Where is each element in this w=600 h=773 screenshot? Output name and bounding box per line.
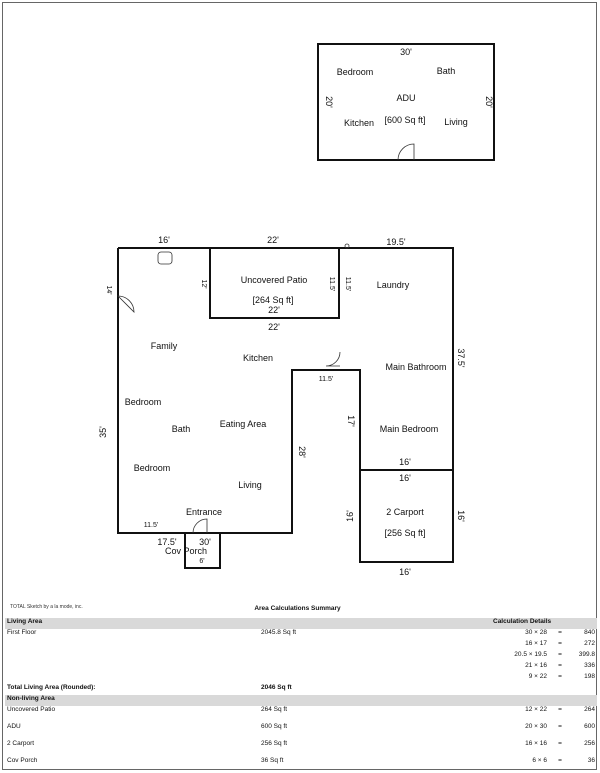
dim-bottom-inner: 11.5'	[144, 522, 158, 529]
dim-laundry-side: 11.5'	[344, 277, 351, 291]
adu-dim-top: 30'	[400, 47, 412, 57]
total-label: Total Living Area (Rounded):	[7, 684, 96, 691]
dim-carport-top2: 16'	[399, 473, 411, 483]
table-row: ADU 600 Sq ft 20 × 30 = 600	[7, 723, 595, 730]
room-carport: 2 Carport	[386, 507, 424, 517]
calc-value: 336	[584, 662, 595, 669]
dim-carport-bottom: 16'	[399, 567, 411, 577]
dim-patio-inner-bottom: 22'	[268, 305, 280, 315]
dim-bottom-left: 17.5'	[157, 537, 177, 547]
calc-expr: 9 × 22	[528, 673, 547, 680]
dim-porch-top: 30'	[199, 537, 211, 547]
dim-notch-top: 11.5'	[319, 376, 333, 383]
adu-title: ADU	[396, 93, 415, 103]
total-row: Total Living Area (Rounded): 2046 Sq ft	[5, 684, 597, 695]
room-main-bedroom: Main Bedroom	[380, 424, 439, 434]
room-eating-area: Eating Area	[220, 419, 267, 429]
calc-expr: 20.5 × 19.5	[514, 651, 547, 658]
adu-room-bedroom: Bedroom	[337, 67, 374, 77]
room-family: Family	[151, 341, 178, 351]
room-bedroom-2: Bedroom	[134, 463, 171, 473]
first-floor-area: 2045.8 Sq ft	[261, 629, 297, 636]
dim-patio-left: 12'	[200, 279, 207, 288]
first-floor-label: First Floor	[7, 629, 37, 636]
fixture-icon	[344, 243, 350, 249]
calc-value: 840	[584, 629, 595, 636]
adu-dim-right: 20'	[484, 96, 494, 108]
adu-room-living: Living	[444, 117, 468, 127]
main-house-plan: 16' 22' 19.5' 12' 11.5' 11.5' 22' 22' 14…	[98, 235, 466, 577]
calc-value: 272	[584, 640, 595, 647]
room-main-bathroom: Main Bathroom	[385, 362, 446, 372]
room-carport-area: [256 Sq ft]	[384, 528, 425, 538]
door-swing-icon	[117, 295, 135, 313]
room-entrance: Entrance	[186, 507, 222, 517]
table-row: 20.5 × 19.5 = 399.8	[5, 651, 597, 662]
door-swing-icon	[192, 518, 208, 534]
calc-value: 198	[584, 673, 595, 680]
living-area-header-row: Living Area Calculation Details	[5, 618, 597, 629]
dim-carport-top1: 16'	[399, 457, 411, 467]
table-row: 2 Carport 256 Sq ft 16 × 16 = 256	[7, 740, 595, 747]
dim-porch-bottom: 6'	[199, 558, 204, 565]
dim-carport-left: 16'	[345, 510, 355, 522]
floor-plan: 30' 20' 20' Bedroom Bath ADU Kitchen [60…	[98, 43, 495, 577]
room-laundry: Laundry	[377, 280, 410, 290]
table-row: 21 × 16 = 336	[5, 662, 597, 673]
calc-value: 399.8	[578, 651, 595, 658]
summary-title: Area Calculations Summary	[254, 605, 341, 612]
table-row: Uncovered Patio 264 Sq ft 12 × 22 = 264	[7, 706, 595, 713]
carport	[359, 469, 454, 563]
room-bath: Bath	[172, 424, 191, 434]
dim-patio-bottom: 22'	[268, 322, 280, 332]
table-row: Cov Porch 36 Sq ft 6 × 6 = 36	[7, 757, 595, 764]
non-living-header-row: Non-living Area	[5, 695, 597, 706]
dim-bath-side: 17'	[346, 415, 356, 427]
room-bedroom-1: Bedroom	[125, 397, 162, 407]
calc-expr: 30 × 28	[525, 629, 547, 636]
dim-top-left: 16'	[158, 235, 170, 245]
dim-carport-right: 16'	[456, 510, 466, 522]
cov-porch	[184, 532, 221, 569]
software-credit: TOTAL Sketch by a la mode, inc.	[10, 604, 83, 610]
living-area-header: Living Area	[5, 618, 383, 629]
calculation-details-header: Calculation Details	[383, 618, 597, 629]
dim-patio-right: 11.5'	[328, 277, 335, 291]
adu-room-bath: Bath	[437, 66, 456, 76]
adu-room-kitchen: Kitchen	[344, 118, 374, 128]
dim-left-lower: 35'	[98, 426, 108, 438]
toilet-icon	[157, 251, 173, 265]
total-area: 2046 Sq ft	[261, 684, 292, 691]
calc-expr: 16 × 17	[525, 640, 547, 647]
adu-area: [600 Sq ft]	[384, 115, 425, 125]
room-cov-porch: Cov Porch	[165, 546, 207, 556]
uncovered-patio	[209, 247, 340, 319]
dim-patio-top: 22'	[267, 235, 279, 245]
calc-expr: 21 × 16	[525, 662, 547, 669]
dim-left-upper: 14'	[105, 285, 112, 294]
area-calculation-table: Living Area Calculation Details First Fl…	[5, 618, 597, 768]
adu-plan: 30' 20' 20' Bedroom Bath ADU Kitchen [60…	[317, 43, 495, 161]
dim-top-right: 19.5'	[386, 237, 406, 247]
dim-right-upper: 37.5'	[456, 348, 466, 368]
table-row: 9 × 22 = 198	[5, 673, 597, 684]
room-patio-area: [264 Sq ft]	[252, 295, 293, 305]
table-row: First Floor 2045.8 Sq ft 30 × 28 = 840	[5, 629, 597, 640]
room-uncovered-patio: Uncovered Patio	[241, 275, 308, 285]
door-swing-icon	[397, 143, 415, 161]
room-kitchen: Kitchen	[243, 353, 273, 363]
dim-notch-side: 28'	[297, 446, 307, 458]
door-swing-icon	[325, 351, 341, 367]
non-living-header: Non-living Area	[5, 695, 597, 706]
table-row: 16 × 17 = 272	[5, 640, 597, 651]
room-living: Living	[238, 480, 262, 490]
adu-dim-left: 20'	[324, 96, 334, 108]
